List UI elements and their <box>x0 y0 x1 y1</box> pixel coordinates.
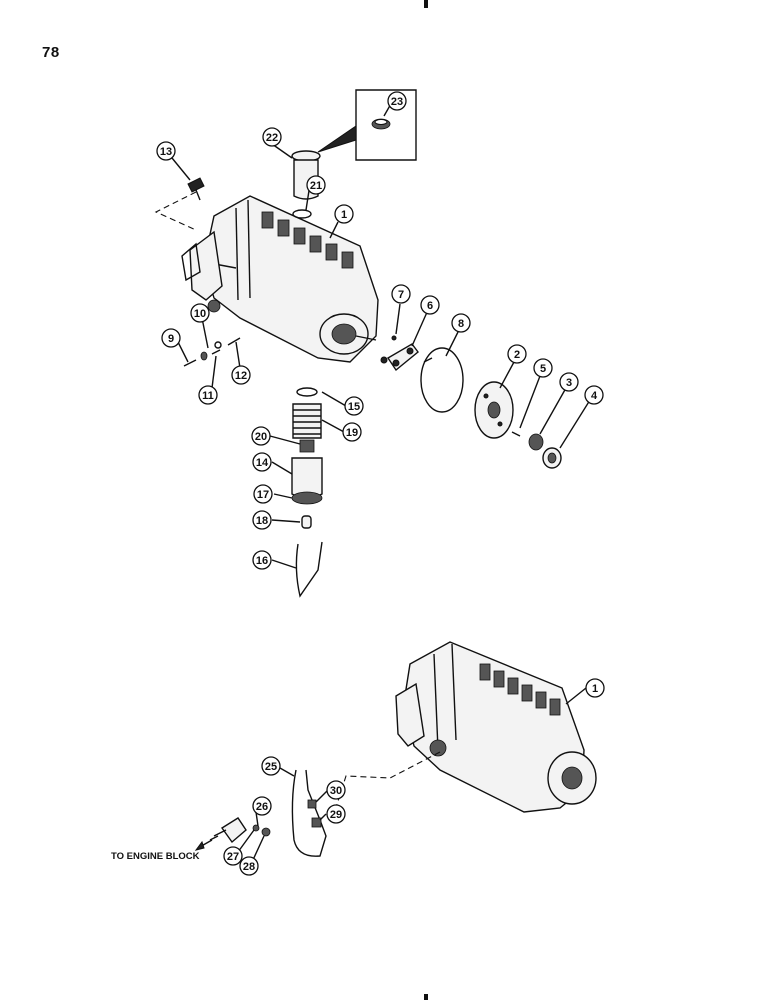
callout-3-label: 3 <box>566 377 572 389</box>
callout-10-label: 10 <box>194 308 206 320</box>
callout-15-label: 15 <box>348 401 360 413</box>
callout-6: 6 <box>420 295 440 315</box>
callout-25-label: 25 <box>265 761 277 773</box>
part-25-line <box>291 769 327 857</box>
callout-2-label: 2 <box>514 349 520 361</box>
callout-17: 17 <box>253 484 273 504</box>
callout-27-label: 27 <box>227 851 239 863</box>
part-5-key <box>511 431 521 437</box>
callout-27: 27 <box>223 846 243 866</box>
callout-5: 5 <box>533 358 553 378</box>
page-number: 78 <box>42 44 60 61</box>
leader-return-line <box>333 751 441 815</box>
callout-16-label: 16 <box>256 555 268 567</box>
callout-22: 22 <box>262 127 282 147</box>
callout-13: 13 <box>156 141 176 161</box>
callout-25: 25 <box>261 756 281 776</box>
part-13-bolt <box>187 177 205 201</box>
callout-28-label: 28 <box>243 861 255 873</box>
callout-30-label: 30 <box>330 785 342 797</box>
leader-13 <box>154 191 197 231</box>
callout-14-label: 14 <box>256 457 269 469</box>
callout-10: 10 <box>190 303 210 323</box>
callout-29: 29 <box>326 804 346 824</box>
callout-19: 19 <box>342 422 362 442</box>
part-26-elbow <box>209 817 271 844</box>
callout-14: 14 <box>252 452 272 472</box>
callout-28: 28 <box>239 856 259 876</box>
part-3-washer <box>528 433 544 451</box>
part-8-oring <box>420 347 464 413</box>
part-2-hub <box>474 381 514 439</box>
part-21-ring <box>292 209 312 219</box>
callout-4: 4 <box>584 385 604 405</box>
caption-engine-block: TO ENGINE BLOCK <box>111 851 200 862</box>
top-edge-mark <box>424 0 428 8</box>
callout-8: 8 <box>451 313 471 333</box>
callout-1-upper-label: 1 <box>341 209 347 221</box>
callout-12-label: 12 <box>235 370 247 382</box>
bottom-edge-mark <box>424 994 428 1000</box>
fuel-filter-stack <box>291 387 323 598</box>
callout-30: 30 <box>326 780 346 800</box>
callout-1-lower: 1 <box>585 678 605 698</box>
part-30-fitting <box>307 799 317 809</box>
callout-18-label: 18 <box>256 515 268 527</box>
callout-5-label: 5 <box>540 363 546 375</box>
callout-17-label: 17 <box>257 489 269 501</box>
injection-pump-assembled <box>395 641 597 813</box>
assembled-valve-holders <box>479 663 561 716</box>
callout-11: 11 <box>198 385 218 405</box>
callout-12: 12 <box>231 365 251 385</box>
callout-19-label: 19 <box>346 427 358 439</box>
callout-11-label: 11 <box>202 390 214 402</box>
callout-29-label: 29 <box>330 809 342 821</box>
callout-23: 23 <box>387 91 407 111</box>
callout-21-label: 21 <box>310 180 322 192</box>
injection-pump-exploded <box>181 195 379 363</box>
callout-16: 16 <box>252 550 272 570</box>
callout-20-label: 20 <box>255 431 267 443</box>
part-6-plate <box>380 335 433 372</box>
callout-7: 7 <box>391 284 411 304</box>
part-29-fitting <box>311 817 322 828</box>
callout-18: 18 <box>252 510 272 530</box>
callout-26-label: 26 <box>256 801 268 813</box>
callout-9: 9 <box>161 328 181 348</box>
callout-1-lower-label: 1 <box>592 683 598 695</box>
callout-20: 20 <box>251 426 271 446</box>
callout-21: 21 <box>306 175 326 195</box>
parts-9-12-hardware <box>183 337 241 367</box>
part-4-nut <box>542 447 562 469</box>
callout-7-label: 7 <box>398 289 404 301</box>
engine-block-caption: TO ENGINE BLOCK <box>111 839 213 862</box>
delivery-valve-holders <box>261 211 354 269</box>
callout-23-label: 23 <box>391 96 403 108</box>
callout-6-label: 6 <box>427 300 433 312</box>
callout-9-label: 9 <box>168 333 174 345</box>
callout-3: 3 <box>559 372 579 392</box>
callout-1-upper: 1 <box>334 204 354 224</box>
callout-13-label: 13 <box>160 146 172 158</box>
callout-15: 15 <box>344 396 364 416</box>
callout-26: 26 <box>252 796 272 816</box>
callout-4-label: 4 <box>591 390 598 402</box>
detail-box-23 <box>317 89 417 161</box>
callout-22-label: 22 <box>266 132 278 144</box>
callout-8-label: 8 <box>458 318 464 330</box>
callout-2: 2 <box>507 344 527 364</box>
callout-leaders <box>171 101 591 863</box>
